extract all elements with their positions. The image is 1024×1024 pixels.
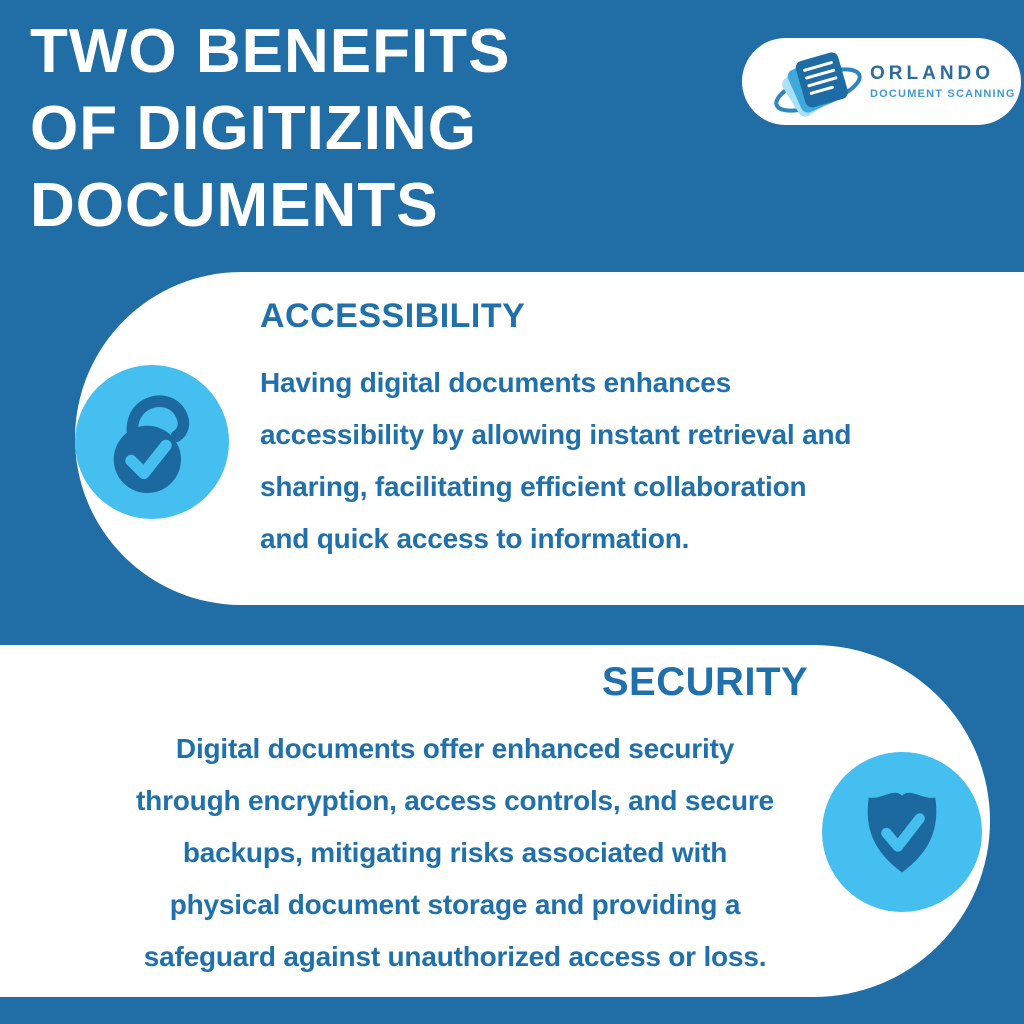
security-card: SECURITY Digital documents offer enhance… xyxy=(0,645,990,997)
page-title: TWO BENEFITS OF DIGITIZING DOCUMENTS xyxy=(30,13,510,244)
security-body-line: physical document storage and providing … xyxy=(169,889,741,920)
security-body: Digital documents offer enhanced securit… xyxy=(20,723,890,983)
security-body-line: through encryption, access controls, and… xyxy=(136,785,774,816)
security-body-line: backups, mitigating risks associated wit… xyxy=(182,837,728,868)
accessibility-body-line: accessibility by allowing instant retrie… xyxy=(260,419,852,450)
accessibility-body-line: and quick access to information. xyxy=(260,523,690,554)
brand-tagline: DOCUMENT SCANNING xyxy=(870,88,1016,100)
page-title-line-3: DOCUMENTS xyxy=(30,171,439,240)
security-heading: SECURITY xyxy=(601,660,809,704)
accessibility-card: ACCESSIBILITY Having digital documents e… xyxy=(75,272,1024,605)
brand-text: ORLANDO DOCUMENT SCANNING xyxy=(870,63,1016,101)
page-title-line-2: OF DIGITIZING xyxy=(30,94,477,163)
shield-check-icon xyxy=(867,792,937,873)
security-icon-badge xyxy=(822,752,982,912)
orlando-logo-icon xyxy=(774,52,862,117)
accessibility-body-line: Having digital documents enhances xyxy=(260,367,732,398)
accessibility-icon-badge xyxy=(75,365,229,519)
brand-name: ORLANDO xyxy=(870,63,995,84)
accessibility-heading: ACCESSIBILITY xyxy=(260,297,526,335)
security-body-line: safeguard against unauthorized access or… xyxy=(143,941,767,972)
brand-badge: ORLANDO DOCUMENT SCANNING xyxy=(742,38,1021,125)
security-body-line: Digital documents offer enhanced securit… xyxy=(175,733,735,764)
accessibility-body-line: sharing, facilitating efficient collabor… xyxy=(260,471,807,502)
page-title-line-1: TWO BENEFITS xyxy=(30,17,511,86)
padlock-unlocked-check-icon xyxy=(113,395,190,494)
accessibility-body: Having digital documents enhances access… xyxy=(260,357,851,565)
